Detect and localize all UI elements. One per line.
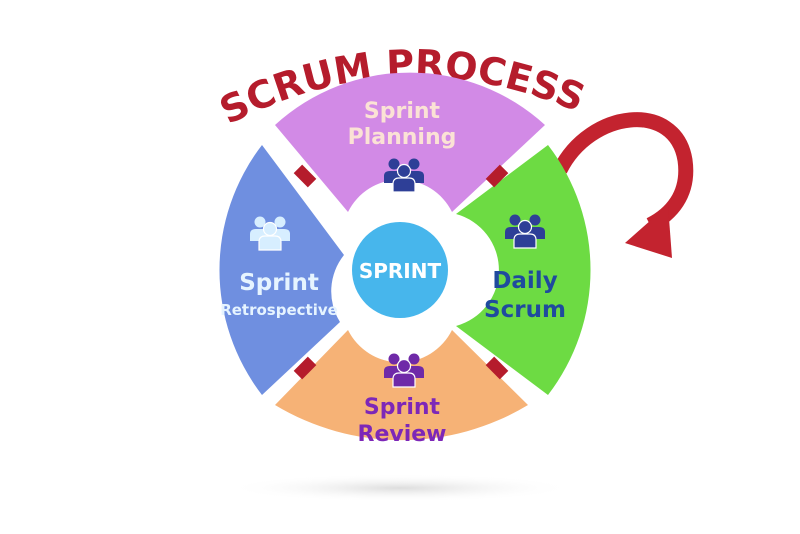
connector-top-right xyxy=(485,164,509,188)
retrospective-label-line2: Retrospective xyxy=(220,301,338,319)
planning-label-line2: Planning xyxy=(348,125,457,150)
floor-shadow xyxy=(225,474,575,502)
review-label-line2: Review xyxy=(358,422,447,447)
review-label-line1: Sprint xyxy=(364,395,441,420)
daily-label-line1: Daily xyxy=(492,268,557,294)
planning-label-line1: Sprint xyxy=(364,99,441,124)
connector-bottom-left xyxy=(293,356,317,380)
retrospective-label-line1: Sprint xyxy=(239,270,319,296)
connector-bottom-right xyxy=(485,356,509,380)
center-label: SPRINT xyxy=(359,259,442,283)
segment-planning xyxy=(275,72,545,212)
segment-daily-scrum xyxy=(456,145,591,395)
daily-label-line2: Scrum xyxy=(484,297,566,323)
segment-retrospective xyxy=(219,145,344,395)
center-circle xyxy=(352,222,448,318)
connector-top-left xyxy=(293,164,317,188)
cycle-arrow-icon xyxy=(553,112,694,258)
